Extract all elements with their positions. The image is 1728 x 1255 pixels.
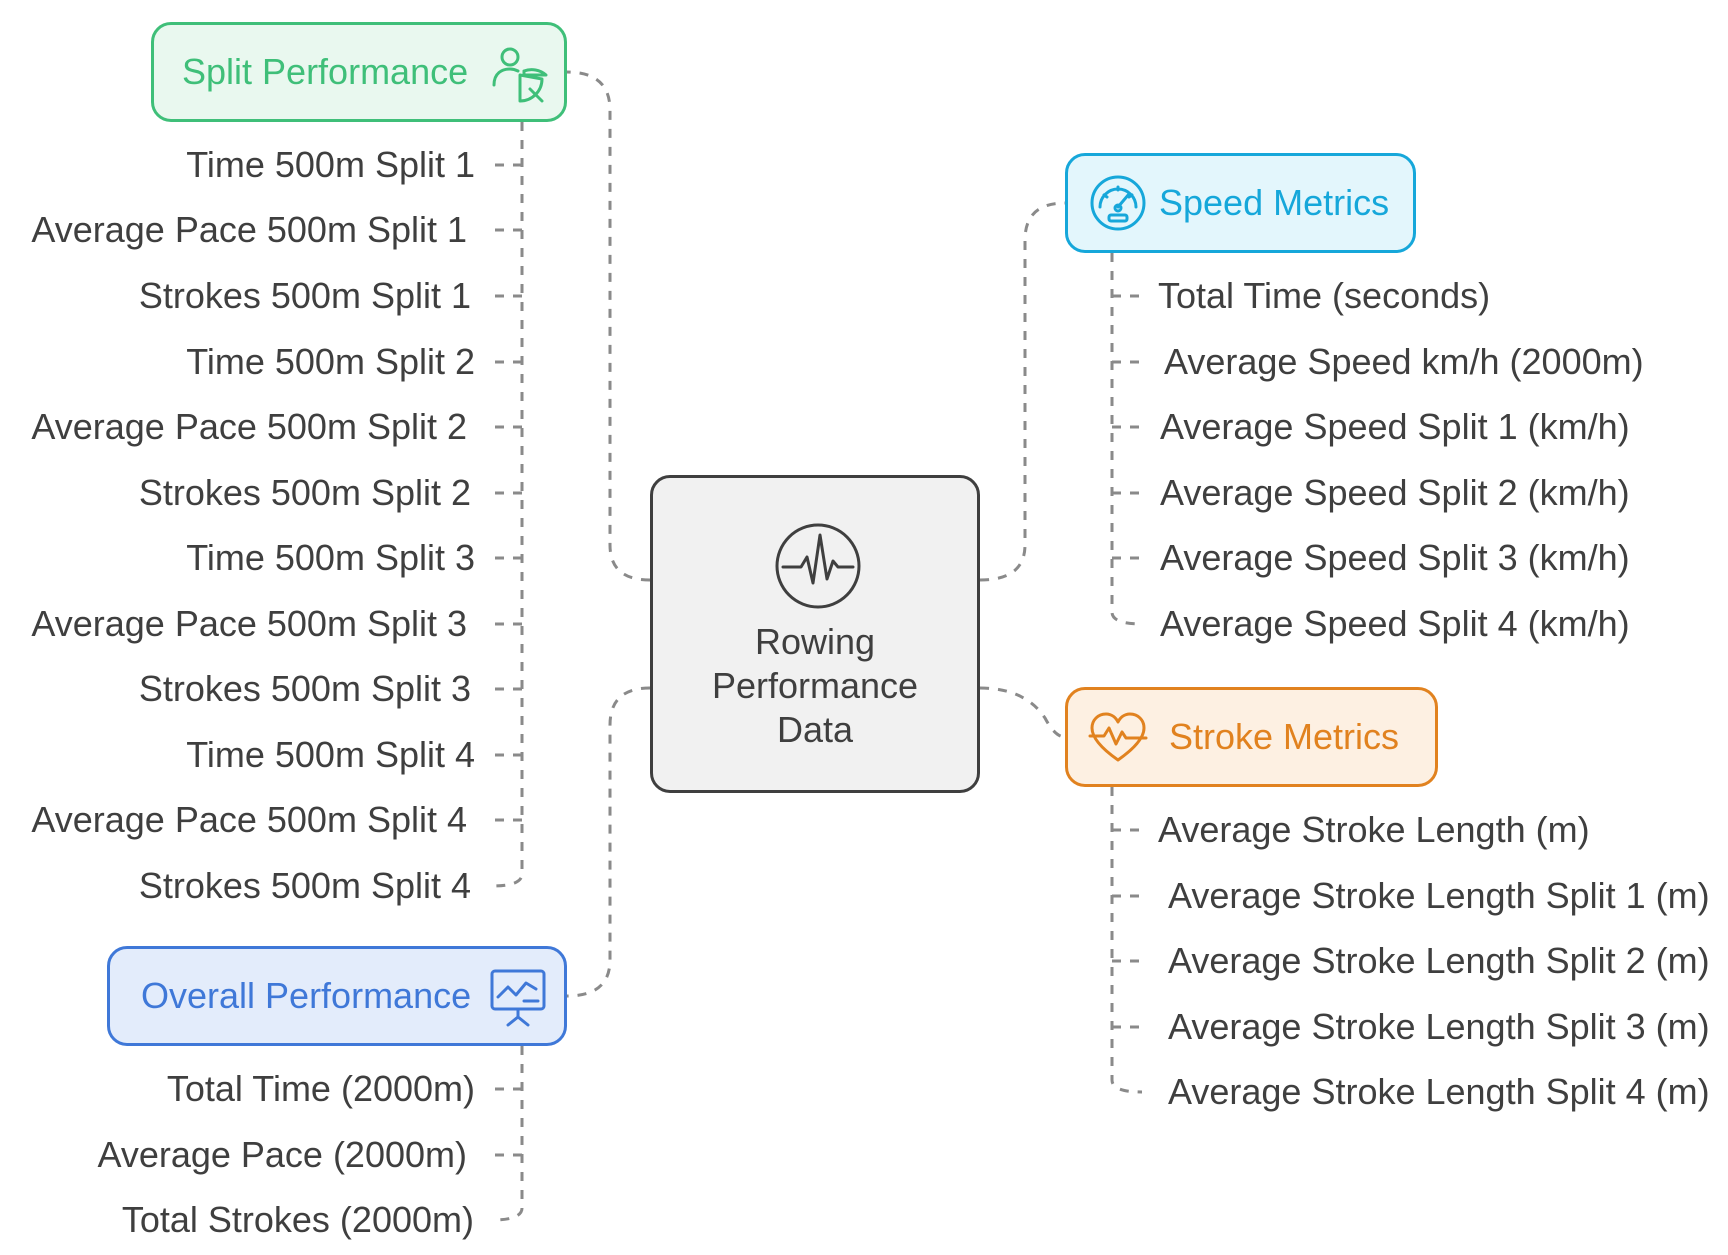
split-leaf-5: Average Pace 500m Split 2	[31, 406, 467, 447]
stroke-leaf-1: Average Stroke Length (m)	[1158, 809, 1590, 850]
speed-metrics-label: Speed Metrics	[1159, 182, 1390, 223]
pulse-icon	[775, 523, 861, 609]
split-leaf-10: Time 500m Split 4	[186, 734, 475, 775]
connector-center-split	[566, 70, 651, 582]
speed-metrics-node: Speed Metrics	[1065, 153, 1416, 253]
split-leaf-6: Strokes 500m Split 2	[138, 472, 471, 513]
connector-center-overall	[566, 686, 651, 998]
split-leaf-3: Strokes 500m Split 1	[138, 275, 471, 316]
speed-leaf-3: Average Speed Split 1 (km/h)	[1160, 406, 1630, 447]
heart-pulse-icon	[1088, 712, 1148, 762]
center-label-line-1: Rowing	[754, 621, 876, 662]
presentation-chart-icon	[490, 969, 546, 1027]
stroke-leaf-5: Average Stroke Length Split 4 (m)	[1168, 1071, 1710, 1112]
split-leaf-11: Average Pace 500m Split 4	[31, 799, 467, 840]
split-leaf-8: Average Pace 500m Split 3	[31, 603, 467, 644]
speed-leaf-2: Average Speed km/h (2000m)	[1164, 341, 1644, 382]
overall-performance-node: Overall Performance	[107, 946, 567, 1046]
center-label-line-2: Performance	[711, 665, 919, 706]
spine-split	[491, 122, 524, 888]
speedometer-icon	[1090, 175, 1146, 231]
speed-leaf-1: Total Time (seconds)	[1158, 275, 1491, 316]
spine-overall	[491, 1046, 524, 1222]
split-leaf-4: Time 500m Split 2	[186, 341, 475, 382]
connector-center-speed	[979, 201, 1066, 582]
split-leaf-1: Time 500m Split 1	[186, 144, 475, 185]
split-leaf-9: Strokes 500m Split 3	[138, 668, 471, 709]
overall-leaf-3: Total Strokes (2000m)	[121, 1199, 474, 1240]
split-leaf-7: Time 500m Split 3	[186, 537, 475, 578]
spine-speed	[1110, 253, 1143, 626]
user-pie-chart-icon	[492, 47, 548, 103]
split-leaf-2: Average Pace 500m Split 1	[31, 209, 467, 250]
stroke-leaf-2: Average Stroke Length Split 1 (m)	[1168, 875, 1710, 916]
overall-performance-label: Overall Performance	[141, 975, 472, 1016]
center-label-line-3: Data	[776, 709, 854, 750]
split-leaf-12: Strokes 500m Split 4	[138, 865, 471, 906]
overall-leaf-2: Average Pace (2000m)	[97, 1134, 467, 1175]
speed-leaf-5: Average Speed Split 3 (km/h)	[1160, 537, 1630, 578]
split-performance-node: Split Performance	[151, 22, 567, 122]
stroke-metrics-node: Stroke Metrics	[1065, 687, 1438, 787]
spine-stroke	[1110, 787, 1143, 1094]
overall-leaf-1: Total Time (2000m)	[166, 1068, 475, 1109]
stroke-leaf-3: Average Stroke Length Split 2 (m)	[1168, 940, 1710, 981]
stroke-metrics-label: Stroke Metrics	[1169, 716, 1400, 757]
split-performance-label: Split Performance	[182, 51, 469, 92]
connector-center-stroke	[979, 686, 1066, 739]
speed-leaf-4: Average Speed Split 2 (km/h)	[1160, 472, 1630, 513]
speed-leaf-6: Average Speed Split 4 (km/h)	[1160, 603, 1630, 644]
stroke-leaf-4: Average Stroke Length Split 3 (m)	[1168, 1006, 1710, 1047]
center-node: Rowing Performance Data	[650, 475, 980, 793]
